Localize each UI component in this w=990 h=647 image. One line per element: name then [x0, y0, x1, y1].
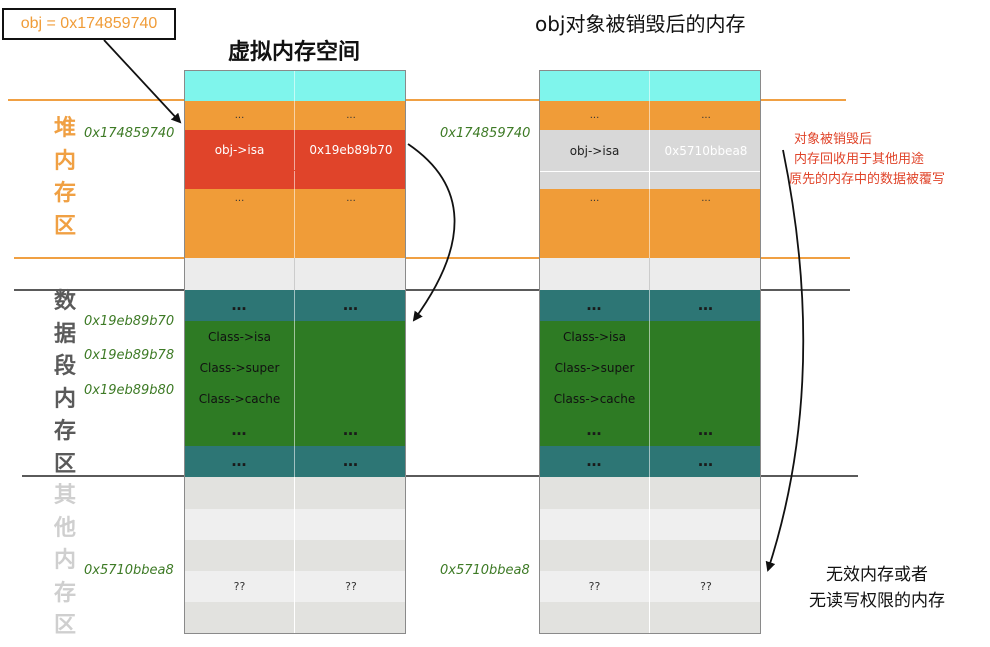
mem-row-cyan	[185, 71, 405, 102]
obj-isa-cell: obj->isa	[185, 130, 295, 170]
data-region-label: 数 据 段 内 存 区	[53, 289, 76, 477]
pointer-box-text: obj = 0x174859740	[20, 15, 158, 32]
mem-row-other-1	[185, 477, 405, 510]
mem-row-class-cache: Class->cache	[185, 383, 405, 415]
pointer-box: obj = 0x174859740	[2, 8, 176, 40]
mem-row-unknown: ?? ??	[185, 571, 405, 603]
heap-bottom-line	[14, 257, 850, 259]
mem-row-gray-thin	[540, 171, 760, 190]
other-region-label: 其 他 内 存 区	[53, 483, 76, 638]
addr-class-cache-left: 0x19eb89b80	[84, 383, 175, 398]
mem-row-green-dots: … …	[185, 414, 405, 447]
isa-arrow	[407, 143, 456, 322]
mem-row-unknown: ?? ??	[540, 571, 760, 603]
addr-class-super-left: 0x19eb89b78	[84, 348, 175, 363]
data-bottom-line-left	[14, 289, 850, 291]
left-memory-column: ... ... obj->isa 0x19eb89b70 ... ... … ……	[184, 70, 406, 634]
addr-obj-right: 0x174859740	[440, 126, 531, 141]
mem-row-other-4	[185, 602, 405, 633]
mem-row-heap-dots: ... ...	[185, 101, 405, 131]
mem-row-other-3	[185, 540, 405, 572]
pointer-arrow	[103, 39, 182, 124]
addr-obj-left: 0x174859740	[84, 126, 175, 141]
mem-row-gap	[185, 258, 405, 290]
obj-isa-value: 0x19eb89b70	[309, 143, 393, 157]
mem-row-class-cache: Class->cache	[540, 383, 760, 415]
right-title: obj对象被销毁后的内存	[535, 12, 746, 36]
mem-row-obj-overwritten: obj->isa 0x5710bbea8	[540, 130, 760, 171]
left-title: 虚拟内存空间	[228, 40, 361, 65]
mem-row-class-super: Class->super	[540, 352, 760, 384]
mem-row-teal-dots: … …	[540, 446, 760, 477]
mem-row-gap	[540, 258, 760, 290]
data-bottom-line	[22, 475, 858, 477]
mem-row-teal-dots: … …	[185, 446, 405, 477]
destroyed-annotation: 对象被销毁后 内存回收用于其他用途 原先的内存中的数据被覆写	[789, 132, 946, 187]
addr-unknown-left: 0x5710bbea8	[84, 563, 174, 578]
addr-class-isa-left: 0x19eb89b70	[84, 314, 175, 329]
mem-row-heap-block	[185, 207, 405, 258]
mem-row-green-dots: … …	[540, 414, 760, 447]
invalid-memory-annotation: 无效内存或者 无读写权限的内存	[809, 565, 945, 611]
addr-unknown-right: 0x5710bbea8	[440, 563, 530, 578]
mem-row-other-4	[540, 602, 760, 633]
obj-isa-value: 0x5710bbea8	[664, 143, 748, 158]
heap-top-line	[8, 99, 846, 101]
overwrite-arrow	[765, 149, 805, 572]
right-memory-column: ... ... obj->isa 0x5710bbea8 ... ... … ……	[539, 70, 761, 634]
heap-region-label: 堆 内 存 区	[53, 116, 76, 239]
obj-isa-cell: obj->isa	[540, 130, 650, 171]
mem-row-obj: obj->isa 0x19eb89b70	[185, 130, 405, 171]
mem-row-heap-block	[540, 207, 760, 258]
mem-row-class-isa: Class->isa	[185, 321, 405, 353]
